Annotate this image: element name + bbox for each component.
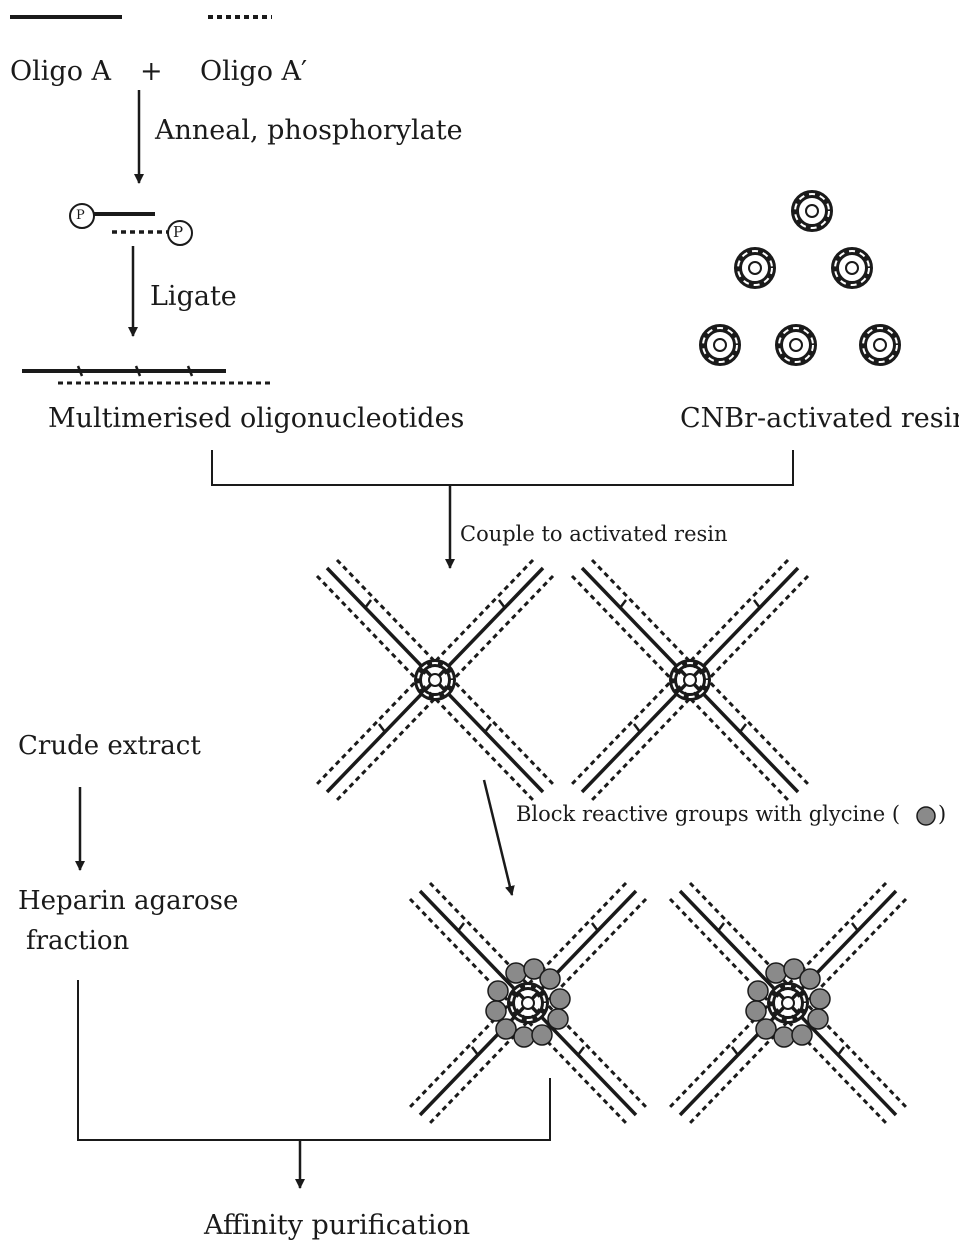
arrow-block [484, 780, 512, 895]
oligo-a-prime-label: Oligo A′ [200, 58, 307, 85]
phosphate-label: P [173, 225, 183, 240]
resin-bead-icon [738, 251, 772, 285]
phosphate-label: P [76, 209, 85, 222]
resin-bead-icon [673, 663, 707, 697]
ligate-step-label: Ligate [150, 283, 237, 310]
coupled-resin-left [317, 560, 553, 800]
multimer-label: Multimerised oligonucleotides [48, 405, 464, 432]
heparin-label-line2: fraction [26, 928, 129, 954]
crude-extract-label: Crude extract [18, 733, 201, 759]
resin-bead-icon [703, 328, 737, 362]
blocked-resin-left [410, 883, 646, 1123]
merge-bracket-bottom [78, 980, 550, 1140]
resin-bead-icon [835, 251, 869, 285]
merge-bracket-top [212, 450, 793, 485]
blocked-resin-right [670, 883, 906, 1123]
anneal-step-label: Anneal, phosphorylate [155, 117, 463, 144]
couple-step-label: Couple to activated resin [460, 524, 728, 545]
resin-label: CNBr-activated resin [680, 405, 959, 432]
resin-bead-icon [863, 328, 897, 362]
resin-bead-icon [511, 986, 545, 1020]
oligo-a-label: Oligo A [10, 58, 111, 85]
resin-bead-icon [795, 194, 829, 228]
heparin-label-line1: Heparin agarose [18, 888, 238, 914]
resin-bead-icon [418, 663, 452, 697]
block-step-label: Block reactive groups with glycine ( [516, 804, 900, 825]
block-step-suffix: ) [938, 804, 946, 825]
glycine-icon [917, 807, 935, 825]
coupled-resin-right [572, 560, 808, 800]
multimer-duplex [22, 366, 272, 383]
resin-bead-icon [771, 986, 805, 1020]
affinity-label: Affinity purification [204, 1212, 470, 1239]
block-step-text: Block reactive groups with glycine ( [516, 802, 900, 826]
resin-beads [703, 194, 897, 362]
plus-sign: + [140, 58, 163, 85]
resin-bead-icon [779, 328, 813, 362]
